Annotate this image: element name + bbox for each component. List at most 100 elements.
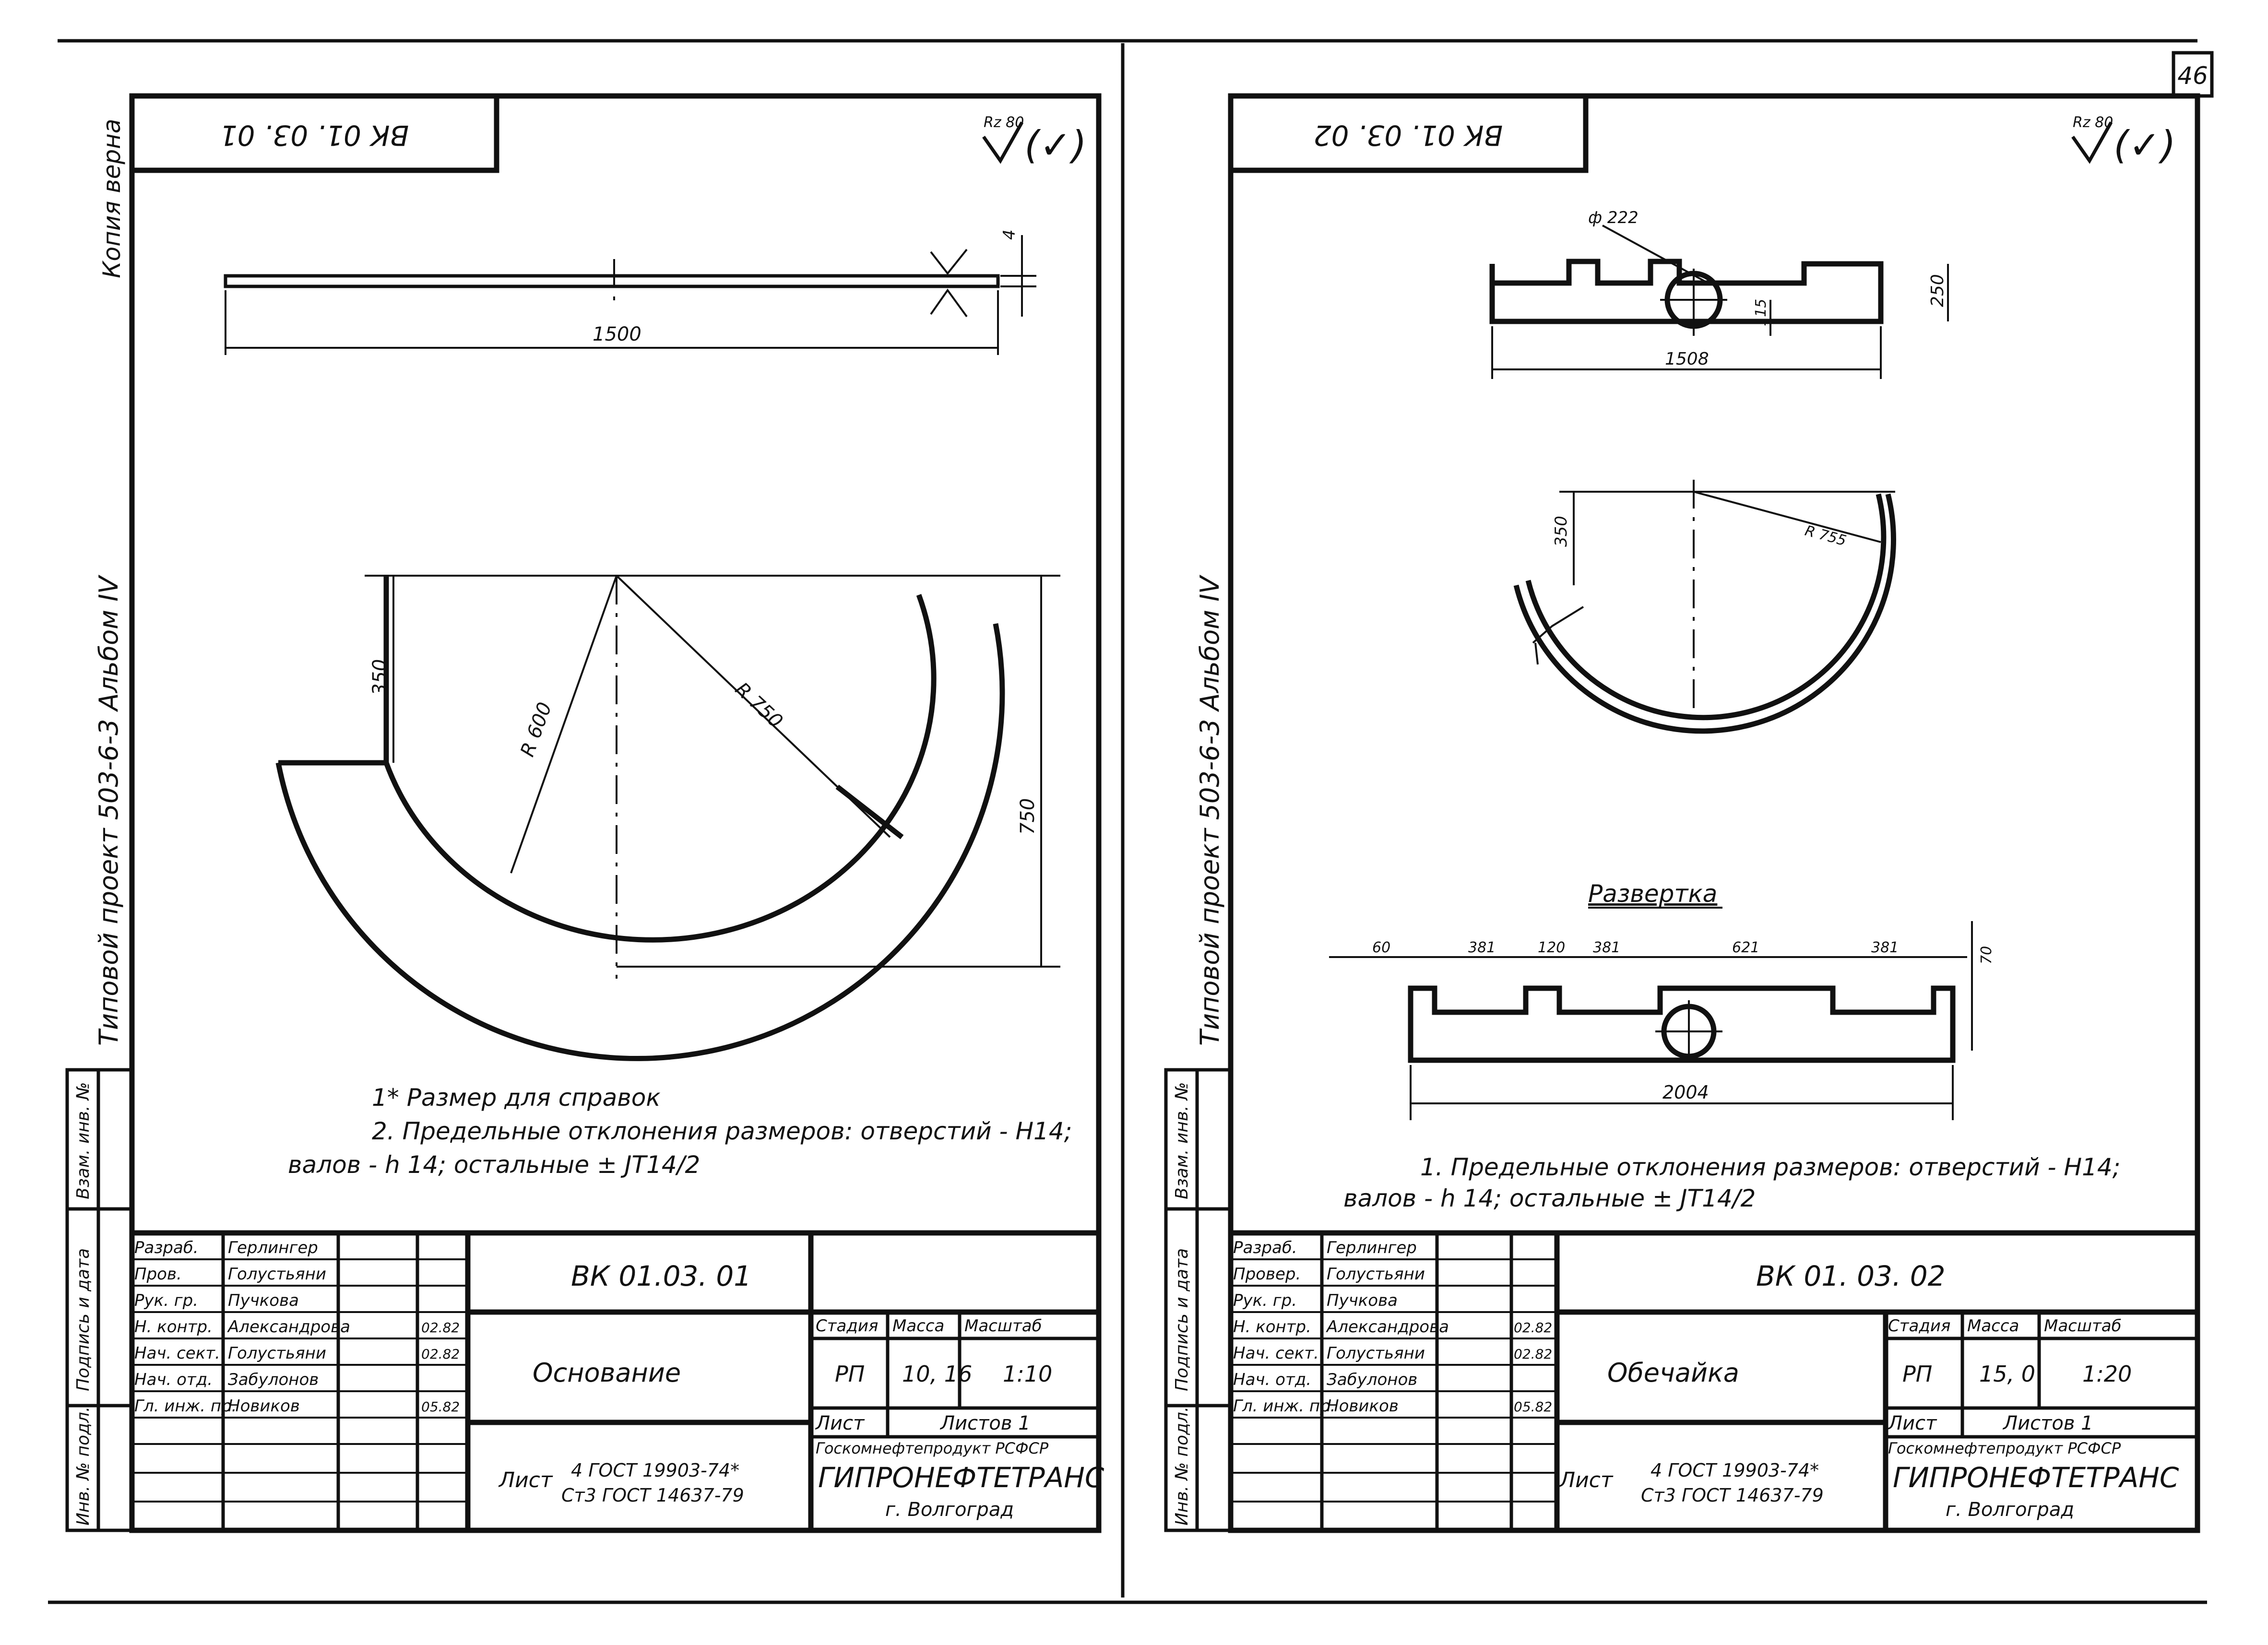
plate-length-label: 1500 [593,323,641,345]
left-strip-replace: Взам. инв. № [73,1082,93,1199]
left-strip-sign: Подпись и дата [73,1248,93,1391]
arc-height-label: 350 [1552,516,1571,547]
roughness-paren-icon-right: (✓) [2114,123,2175,167]
arc-inner [1525,493,1887,721]
base-inner-arc [383,594,937,943]
tb-left-city: г. Волгоград [885,1499,1014,1521]
dev-length-label: 2004 [1662,1082,1709,1103]
shell-top-outline [1489,259,1884,324]
sheet-left: ВК 01. 03. 01 Rz 80 (✓) Типовой проект 5… [65,93,1104,1533]
dev-dim-3: 381 [1593,939,1620,956]
base-outer-arc [275,623,1005,1061]
tb-left-material-2: Ст3 ГОСТ 14637-79 [561,1485,744,1506]
weld-symbol-icon [930,249,968,318]
right-note-line-2: валов - h 14; остальные ± JT14/2 [1343,1184,1756,1212]
hole-leader [1602,225,1709,284]
tb-right-scale: 1:20 [2082,1361,2132,1387]
tb-right-part-name: Обечайка [1607,1358,1739,1388]
left-strip-inv: Инв. № подл. [73,1407,93,1526]
tb-right-name-1: Голустьяни [1327,1265,1425,1284]
tb-right-stage-header: Стадия [1888,1316,1950,1336]
radius-750-line [616,575,891,838]
sheet-left-frame [129,93,1102,1533]
tb-left-name-4: Голустьяни [228,1344,326,1363]
tb-right-role-3: Н. контр. [1233,1317,1311,1337]
tb-right-material-2: Ст3 ГОСТ 14637-79 [1641,1485,1824,1506]
tb-left-role-4: Нач. сект. [134,1344,220,1363]
arc-outer [1513,493,1896,734]
tb-left-part-name: Основание [533,1358,681,1388]
overall-750-label: 750 [1017,798,1039,835]
tb-right-sheets-cell: Листов 1 [2002,1412,2093,1434]
tb-right-city: г. Волгоград [1946,1499,2074,1521]
development-title: Развертка [1588,880,1717,908]
dev-dim-4: 621 [1732,939,1759,956]
tb-left-role-1: Пров. [134,1265,182,1284]
tb-left-org: ГИПРОНЕФТЕТРАНС [818,1461,1104,1494]
tb-left-sheet-cell: Лист [815,1412,865,1434]
tb-left-name-2: Пучкова [228,1291,299,1310]
radius-600-line [510,575,617,874]
dev-dim-1: 381 [1468,939,1496,956]
tb-left-date-6: 05.82 [421,1399,460,1415]
tb-right-date-3: 02.82 [1514,1320,1552,1336]
height-350-label: 350 [369,659,391,696]
tb-right-material-1: 4 ГОСТ 19903-74* [1651,1460,1819,1481]
tb-left-name-6: Новиков [228,1396,300,1416]
dev-slot-label: 70 [1978,946,1995,964]
roughness-check-icon-right [2071,121,2113,164]
plate-strip [224,274,1000,288]
tb-right-doc-code: ВК 01. 03. 02 [1756,1260,1946,1292]
tb-left-scale-header: Масштаб [964,1316,1042,1336]
tb-left-role-2: Рук. гр. [134,1291,198,1310]
tb-right-name-6: Новиков [1327,1396,1399,1416]
roughness-check-icon [982,121,1024,164]
sheet-left-side-label: Типовой проект 503-6-3 Альбом IV [94,574,124,1046]
tb-right-date-4: 02.82 [1514,1346,1552,1362]
dev-dim-5: 381 [1871,939,1899,956]
shell-height-label: 250 [1928,274,1947,307]
right-strip-sign: Подпись и дата [1172,1248,1192,1391]
tb-left-role-5: Нач. отд. [134,1370,213,1389]
sheet-right: ВК 01. 03. 02 Rz 80 (✓) Типовой проект 5… [1164,93,2200,1533]
tb-right-sheet-cell: Лист [1887,1412,1937,1434]
tb-left-material-1: 4 ГОСТ 19903-74* [571,1460,739,1481]
tb-left-sheets-cell: Листов 1 [939,1412,1031,1434]
radius-600-label: R 600 [516,699,556,760]
tb-left-stage: РП [835,1361,865,1387]
tb-left-org-top: Госкомнефтепродукт РСФСР [816,1439,1049,1457]
sheet-right-stamp-code: ВК 01. 03. 02 [1314,119,1503,152]
title-block-left [132,1230,1099,1530]
tb-right-role-1: Провер. [1233,1265,1301,1284]
tb-right-name-5: Забулонов [1327,1370,1417,1389]
title-block-right [1231,1230,2197,1530]
hole-dia-label: ф 222 [1588,208,1639,227]
dev-dim-2: 120 [1538,939,1565,956]
sheet-left-stamp-code: ВК 01. 03. 01 [220,119,409,152]
radius-750-label: R 750 [731,678,787,733]
dev-outline [1408,985,1956,1063]
arc-radius-line [1693,491,1881,543]
note-line-1: 1* Размер для справок [372,1084,661,1112]
right-note-line-1: 1. Предельные отклонения размеров: отвер… [1420,1153,2121,1181]
tb-right-mass-header: Масса [1967,1316,2019,1336]
tb-left-name-1: Голустьяни [228,1265,326,1284]
tb-right-name-2: Пучкова [1327,1291,1398,1310]
tb-right-role-4: Нач. сект. [1233,1344,1319,1363]
sheet-right-stamp [1228,93,1589,173]
right-strip-inv: Инв. № подл. [1172,1407,1192,1526]
tb-right-mass: 15, 0 [1979,1361,2035,1387]
tb-right-scale-header: Масштаб [2044,1316,2122,1336]
tb-right-org: ГИПРОНЕФТЕТРАНС [1893,1461,2179,1494]
page-number: 46 [2177,62,2208,90]
tb-right-role-5: Нач. отд. [1233,1370,1311,1389]
tb-left-mass: 10, 16 [902,1361,972,1387]
dev-dim-0: 60 [1372,939,1390,956]
tb-right-role-2: Рук. гр. [1233,1291,1297,1310]
arc-weld-icon [1532,606,1584,665]
tb-left-stage-header: Стадия [816,1316,878,1336]
right-strip-replace: Взам. инв. № [1172,1082,1192,1199]
tb-left-scale: 1:10 [1003,1361,1052,1387]
sheet-left-stamp [129,93,499,173]
